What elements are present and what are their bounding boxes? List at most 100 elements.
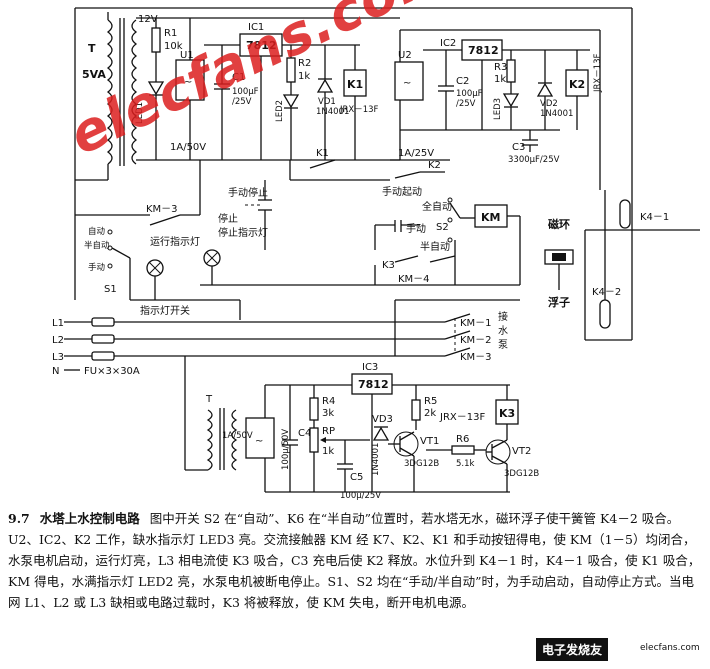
vd1-label: VD1	[318, 97, 336, 107]
k1-contact-label: K1	[316, 148, 329, 159]
jrx-k3-label: JRX－13F	[439, 412, 485, 423]
n-label: N	[52, 366, 59, 377]
c1-value: 100μF	[232, 87, 259, 97]
r6-value: 5.1k	[456, 459, 475, 469]
pump-label-2: 水	[498, 325, 508, 337]
k2-coil-label: K2	[569, 78, 585, 91]
r2-value: 1k	[298, 71, 310, 82]
jrx-k1-label: JRX－13F	[339, 105, 379, 115]
vd3-label: VD3	[372, 414, 393, 425]
c2-voltage: /25V	[456, 99, 476, 109]
mains-lines: L1 L2 L3 N FU×3×30A KM－1 KM－2 KM－3 接 水 泵	[52, 299, 520, 470]
s1-manual-label: 手动	[88, 262, 106, 273]
c1-label: C1	[232, 72, 245, 83]
vd3-part: 1N4001	[371, 443, 381, 476]
u1-label: U1	[180, 50, 194, 61]
ic3-label: IC3	[362, 362, 378, 373]
caption-title: 水塔上水控制电路	[39, 511, 140, 526]
l1-label: L1	[52, 318, 64, 329]
corner-logo: 电子发烧友	[536, 638, 609, 661]
ic1-label: IC1	[248, 22, 264, 33]
ic1-part: 7812	[246, 39, 277, 52]
auto-full-label: 全自动	[422, 200, 452, 213]
t2-label: T	[205, 394, 213, 405]
vt2-label: VT2	[512, 446, 531, 457]
r4-label: R4	[322, 396, 335, 407]
pump-label-1: 接	[498, 310, 508, 323]
caption-number: 9.7	[8, 511, 30, 526]
c2-value: 100μF	[456, 89, 483, 99]
k42-label: K4－2	[592, 287, 621, 298]
float-switch: 磁环 浮子 K4－1 K4－2	[544, 190, 700, 341]
led3-label: LED3	[493, 98, 503, 120]
l2-label: L2	[52, 335, 64, 346]
k2-contact-label: K2	[428, 160, 441, 171]
k41-label: K4－1	[640, 212, 669, 223]
km-1-label: KM－1	[460, 318, 492, 329]
run-lamp-label: 运行指示灯	[150, 235, 200, 248]
r5-value: 2k	[424, 408, 436, 419]
s1-semi-label: 半自动	[84, 240, 110, 251]
r1-value: 10k	[164, 41, 183, 52]
km-coil-label: KM	[481, 211, 500, 224]
transformer-t-label: T	[88, 42, 96, 55]
svg-text:~: ~	[403, 78, 411, 89]
c5-label: C5	[350, 472, 363, 483]
transformer-t: T 5VA 12V	[74, 7, 632, 300]
k3-contact-label: K3	[382, 260, 395, 271]
caption-body: 图中开关 S2 在“自动”、K6 在“半自动”位置时，若水塔无水，磁环浮子使干簧…	[8, 511, 701, 610]
circuit-schematic: T 5VA 12V R1 10k LED1 U1 ~ IC1 7812	[52, 7, 700, 500]
c1-voltage: /25V	[232, 97, 252, 107]
rp-value: 1k	[322, 446, 334, 457]
c3-value: 3300μF/25V	[508, 155, 560, 165]
ic2-label: IC2	[440, 38, 456, 49]
km-2-label: KM－2	[460, 335, 492, 346]
s1-auto-label: 自动	[88, 226, 106, 237]
vt2-part: 3DG12B	[504, 469, 539, 479]
fuse-1a50v-label: 1A/50V	[170, 142, 206, 153]
c5-value: 100μ/25V	[340, 491, 381, 500]
semi-auto-label: 半自动	[420, 240, 450, 253]
stop-lamp-label-1: 停止	[218, 212, 238, 225]
r3-value: 1k	[494, 74, 506, 85]
magnet-ring-label: 磁环	[548, 217, 570, 231]
fu-label: FU×3×30A	[84, 366, 140, 377]
r3-label: R3	[494, 62, 507, 73]
fuse3-label: 1A/50V	[222, 431, 253, 441]
supply-circuit-2: U2 ~ IC2 7812 C2 100μF /25V R3 1k LED3 V…	[394, 8, 633, 340]
manual-label: 手动	[406, 222, 426, 235]
svg-text:~: ~	[255, 436, 263, 447]
vt1-label: VT1	[420, 436, 439, 447]
phase-loss-circuit: T ~ 1A/50V IC3 7812 C4 100μ/50V R4 3k	[185, 362, 539, 500]
pump-label-3: 泵	[498, 339, 508, 351]
c4-value: 100μ/50V	[281, 429, 291, 470]
l3-label: L3	[52, 352, 64, 363]
s1-label: S1	[104, 284, 117, 295]
fuse-1a25v-label: 1A/25V	[398, 148, 434, 159]
svg-text:~: ~	[184, 77, 192, 88]
km-3-label: KM－3	[460, 352, 492, 363]
corner-site: elecfans.com	[640, 643, 700, 653]
ic2-part: 7812	[468, 44, 499, 57]
u2-label: U2	[398, 50, 412, 61]
vd1-part: 1N4001	[316, 107, 349, 117]
vt1-part: 3DG12B	[404, 459, 439, 469]
k3-coil-label: K3	[499, 407, 515, 420]
vd2-label: VD2	[540, 99, 558, 109]
c2-label: C2	[456, 76, 469, 87]
s2-label: S2	[436, 222, 449, 233]
r4-value: 3k	[322, 408, 334, 419]
supply-circuit-1: R1 10k LED1 U1 ~ IC1 7812 C1 100μF /25V …	[135, 17, 400, 161]
manual-start-label: 手动起动	[382, 185, 422, 198]
stop-lamp-label: 停止指示灯	[218, 226, 268, 239]
manual-stop-label: 手动停止	[228, 186, 268, 199]
float-label: 浮子	[548, 295, 570, 309]
r1-label: R1	[164, 28, 177, 39]
led2-label: LED2	[275, 100, 285, 122]
r2-label: R2	[298, 58, 311, 69]
figure-caption: 9.7 水塔上水控制电路图中开关 S2 在“自动”、K6 在“半自动”位置时，若水…	[8, 508, 702, 613]
k1-coil-label: K1	[347, 78, 363, 91]
jrx-k2-label: JRX－13F	[593, 53, 603, 93]
km4-label: KM－4	[398, 274, 430, 285]
